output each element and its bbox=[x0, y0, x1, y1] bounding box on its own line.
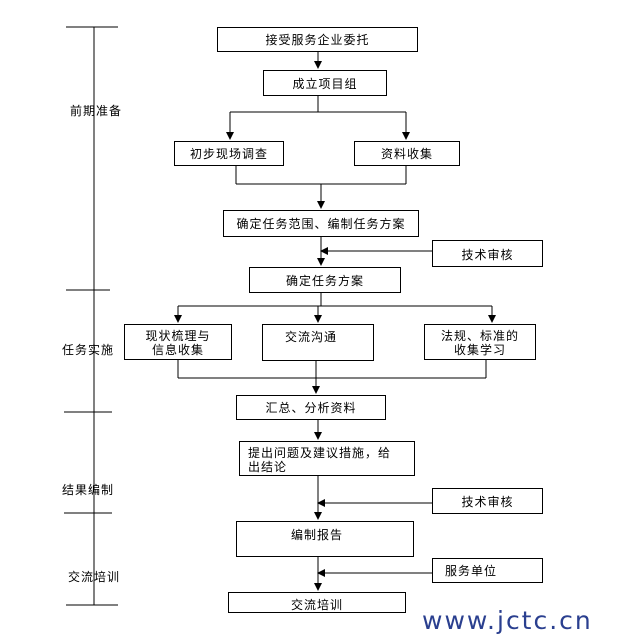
node-accept-commission: 接受服务企业委托 bbox=[217, 27, 418, 52]
watermark: www.jctc.cn bbox=[422, 606, 593, 635]
node-summary-analysis: 汇总、分析资料 bbox=[236, 395, 386, 420]
node-scope-plan: 确定任务范围、编制任务方案 bbox=[223, 210, 419, 237]
node-tech-review-1: 技术审核 bbox=[432, 240, 543, 267]
node-communication: 交流沟通 bbox=[262, 324, 374, 361]
node-service-unit: 服务单位 bbox=[432, 558, 543, 583]
phase-label-results: 结果编制 bbox=[62, 483, 115, 497]
node-compile-report: 编制报告 bbox=[236, 521, 414, 557]
node-issues-suggestions: 提出问题及建议措施，给 出结论 bbox=[239, 441, 415, 476]
node-data-collection: 资料收集 bbox=[354, 141, 460, 166]
phase-label-implement: 任务实施 bbox=[62, 343, 115, 357]
node-confirm-plan: 确定任务方案 bbox=[249, 267, 401, 293]
phase-label-training: 交流培训 bbox=[68, 570, 121, 584]
node-tech-review-2: 技术审核 bbox=[432, 488, 543, 514]
node-site-survey: 初步现场调查 bbox=[174, 141, 284, 166]
phase-label-prep: 前期准备 bbox=[70, 104, 123, 118]
node-regulations: 法规、标准的 收集学习 bbox=[424, 324, 536, 360]
node-exchange-training: 交流培训 bbox=[228, 592, 406, 613]
node-form-team: 成立项目组 bbox=[263, 70, 387, 96]
node-status-review: 现状梳理与 信息收集 bbox=[124, 324, 232, 360]
